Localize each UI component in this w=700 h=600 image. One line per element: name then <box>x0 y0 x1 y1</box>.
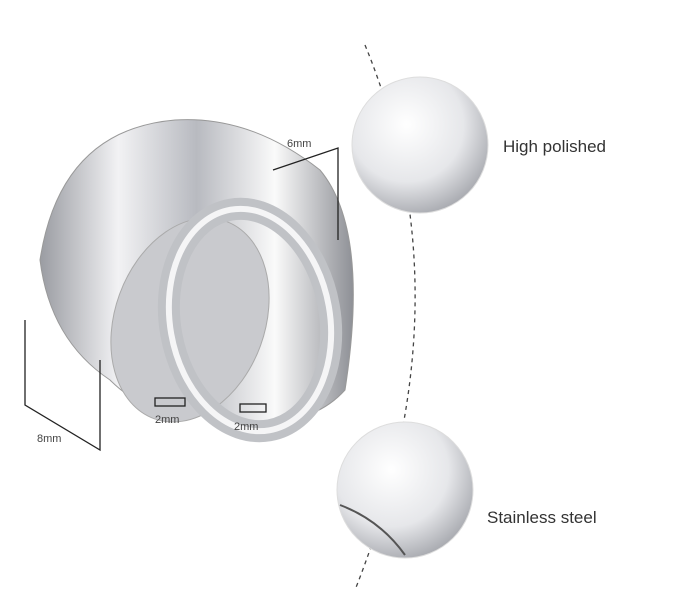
detail-circle-steel <box>336 421 474 559</box>
feature-label-steel: Stainless steel <box>487 508 597 527</box>
dim-label-6mm: 6mm <box>287 138 312 150</box>
narrow-ring <box>157 197 343 443</box>
dim-label-2mm-left: 2mm <box>155 414 180 426</box>
dim-label-2mm-right: 2mm <box>234 421 259 433</box>
feature-label-polished: High polished <box>503 137 607 156</box>
dimension-lines <box>24 147 339 452</box>
dim-label-8mm: 8mm <box>37 433 62 445</box>
detail-circle-polished <box>351 76 489 214</box>
steel-edge-line <box>339 504 406 556</box>
wide-ring <box>39 119 354 423</box>
